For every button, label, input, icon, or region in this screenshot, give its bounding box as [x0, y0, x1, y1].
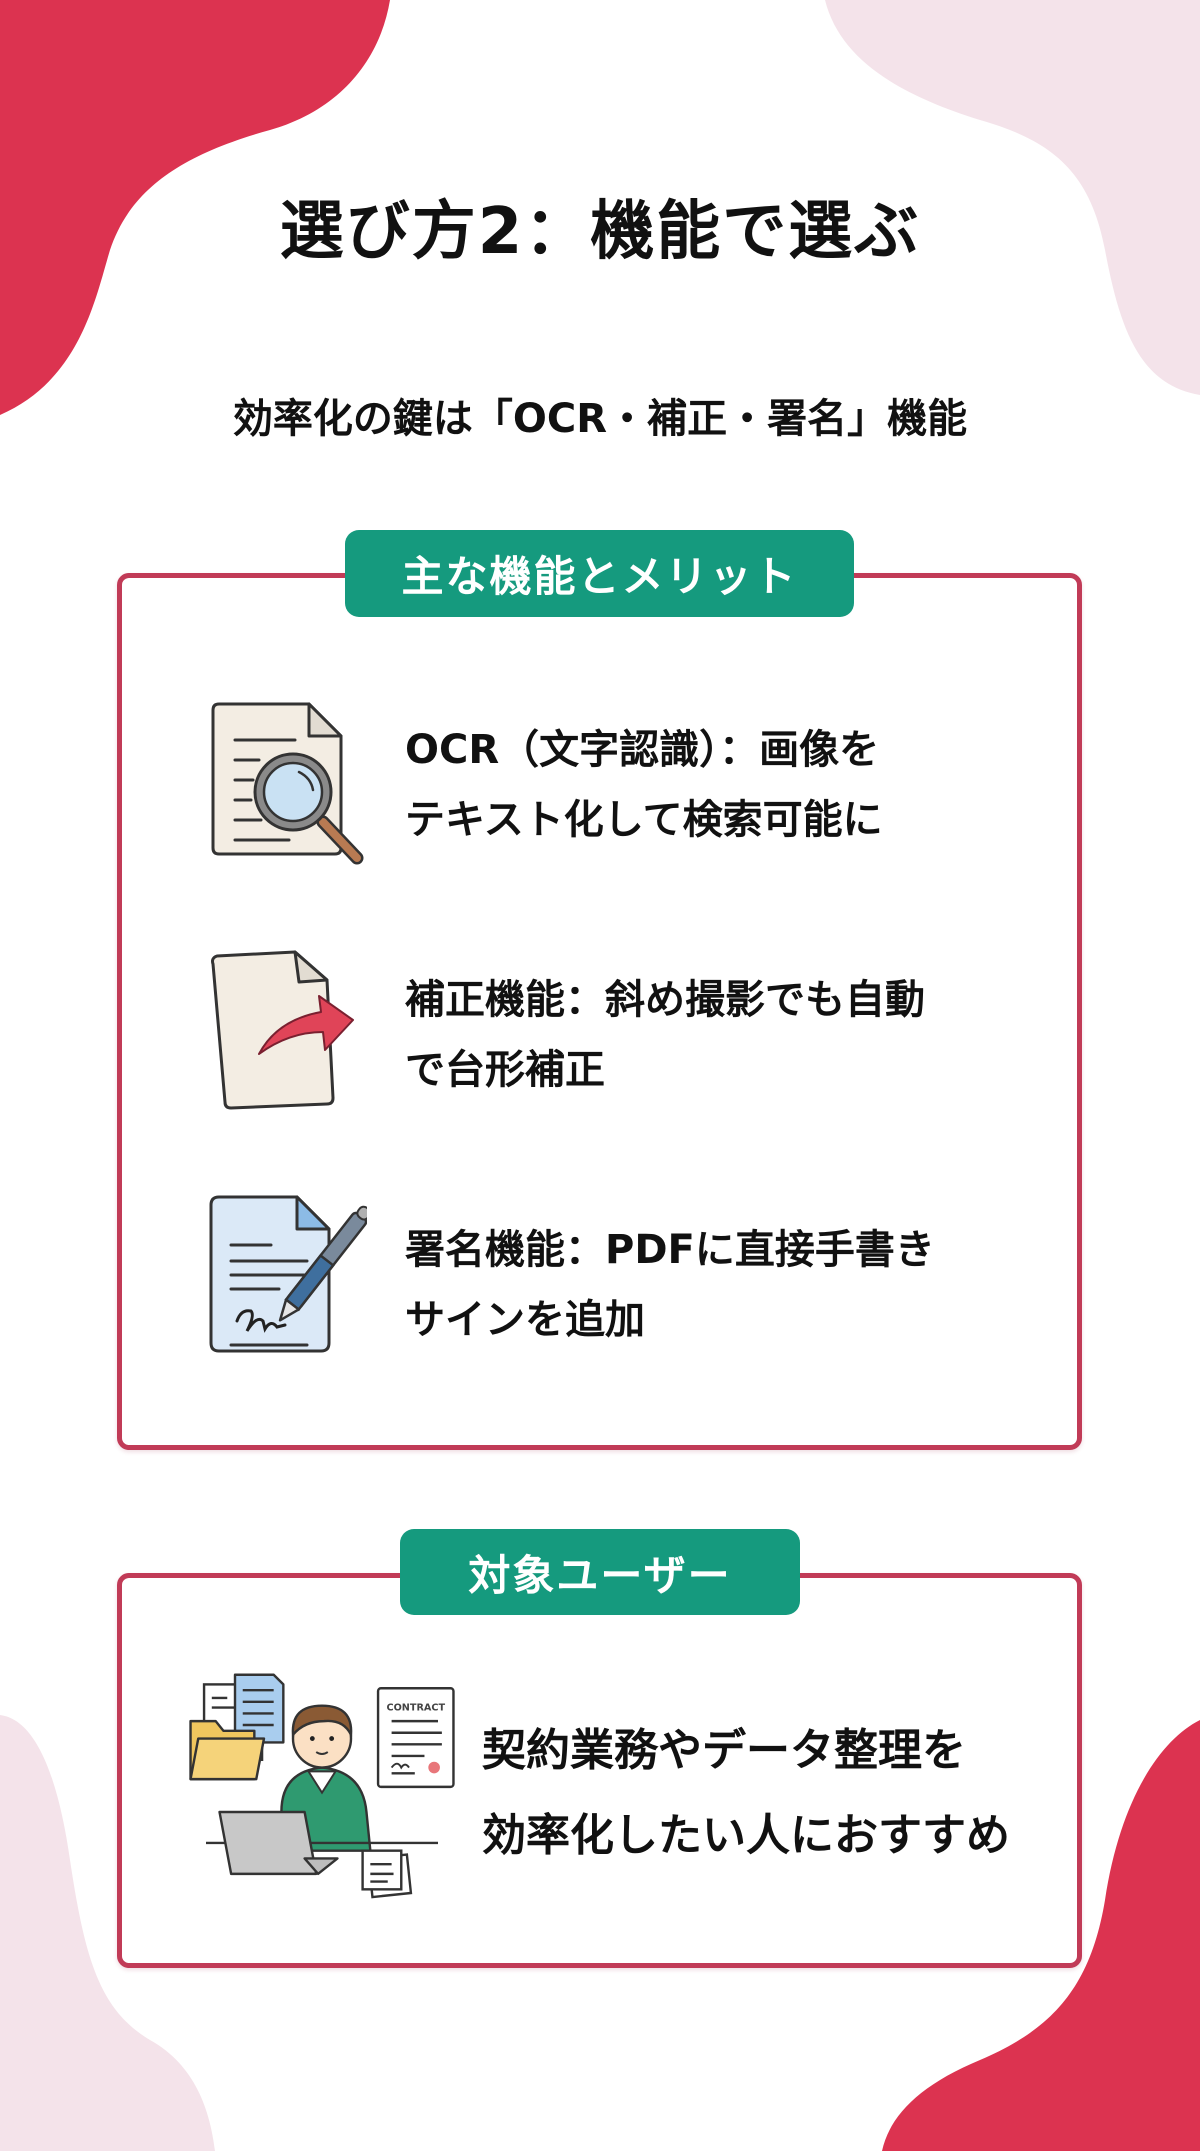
feature-text-signature: 署名機能：PDFに直接手書き サインを追加 — [405, 1215, 1065, 1355]
document-correction-arrow-icon — [211, 950, 354, 1110]
target-user-card: CONTRACT 契約業務やデータ整理を 効率化したい人におすすめ — [117, 1573, 1082, 1968]
target-line1: 契約業務やデータ整理を — [482, 1725, 966, 1776]
office-worker-illustration: CONTRACT — [189, 1673, 455, 1899]
feature-correction-line1: 補正機能：斜め撮影でも自動 — [405, 977, 925, 1023]
feature-signature-line2: サインを追加 — [405, 1297, 645, 1343]
laptop-icon — [218, 1810, 339, 1876]
target-user-description: 契約業務やデータ整理を 効率化したい人におすすめ — [482, 1708, 1062, 1878]
target-section-badge: 対象ユーザー — [400, 1529, 800, 1615]
feature-correction-line2: で台形補正 — [405, 1047, 605, 1093]
top-left-red-blob — [0, 0, 390, 415]
papers-on-desk-icon — [361, 1849, 413, 1899]
bottom-right-red-blob — [882, 1720, 1200, 2151]
feature-ocr-line2: テキスト化して検索可能に — [405, 797, 883, 843]
page-title: 選び方2：機能で選ぶ — [279, 195, 921, 269]
document-magnifier-icon — [211, 702, 364, 865]
contract-document-icon: CONTRACT — [376, 1687, 455, 1789]
person-avatar — [276, 1704, 372, 1852]
document-signature-pen-icon — [209, 1195, 367, 1353]
page-subtitle: 効率化の鍵は「OCR・補正・署名」機能 — [232, 396, 968, 442]
svg-text:CONTRACT: CONTRACT — [386, 1703, 445, 1714]
features-section-badge: 主な機能とメリット — [345, 530, 854, 617]
target-line2: 効率化したい人におすすめ — [482, 1810, 1010, 1861]
folder-icon — [189, 1719, 266, 1781]
bottom-left-pink-blob — [0, 1715, 215, 2151]
features-card: OCR（文字認識）：画像を テキスト化して検索可能に 補正機能：斜め撮影でも自動… — [117, 573, 1082, 1450]
feature-text-ocr: OCR（文字認識）：画像を テキスト化して検索可能に — [405, 715, 1065, 855]
top-right-pink-blob — [825, 0, 1200, 395]
feature-text-correction: 補正機能：斜め撮影でも自動 で台形補正 — [405, 965, 1065, 1105]
feature-ocr-line1: OCR（文字認識）：画像を — [405, 727, 880, 773]
feature-signature-line1: 署名機能：PDFに直接手書き — [405, 1227, 935, 1273]
